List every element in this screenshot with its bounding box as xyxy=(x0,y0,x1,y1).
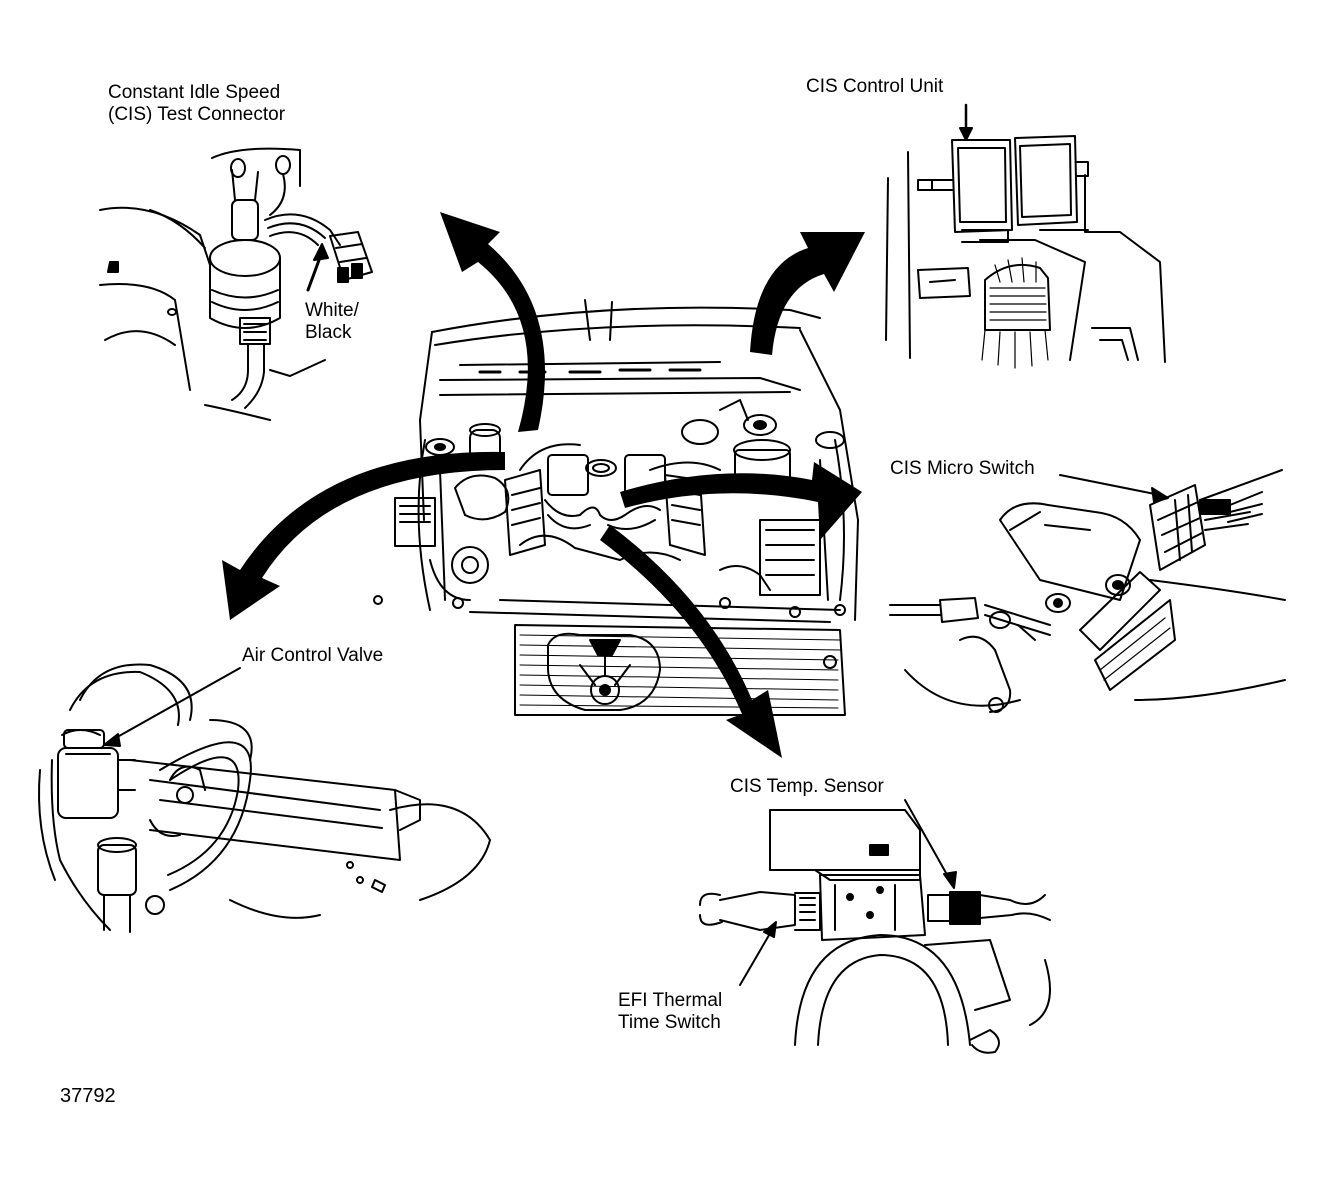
label-cis-control-unit: CIS Control Unit xyxy=(806,76,944,97)
label-cis-temp-sensor: CIS Temp. Sensor xyxy=(730,776,884,797)
inset-cis-micro-switch xyxy=(889,469,1286,713)
label-white-black-wire: White/ Black xyxy=(305,300,359,343)
arrow-to-micro-switch xyxy=(620,462,862,540)
engine-bay-illustration xyxy=(373,299,859,716)
label-efi-thermal-time-switch: EFI Thermal Time Switch xyxy=(618,990,723,1033)
label-air-control-valve: Air Control Valve xyxy=(242,645,384,666)
arrow-to-air-control-valve xyxy=(222,451,505,620)
inset-cis-control-unit xyxy=(885,103,1166,369)
inset-air-control-valve xyxy=(38,663,491,933)
figure-number: 37792 xyxy=(60,1085,116,1107)
locator-arrows xyxy=(222,212,865,758)
label-cis-test-connector: Constant Idle Speed (CIS) Test Connector xyxy=(108,82,286,125)
arrow-to-test-connector xyxy=(440,212,546,432)
inset-cis-test-connector xyxy=(99,147,373,421)
label-cis-micro-switch: CIS Micro Switch xyxy=(890,458,1035,479)
inset-cis-temp-sensor xyxy=(699,799,1051,1054)
arrow-to-control-unit xyxy=(750,232,865,355)
arrow-to-temp-sensor xyxy=(600,525,782,758)
